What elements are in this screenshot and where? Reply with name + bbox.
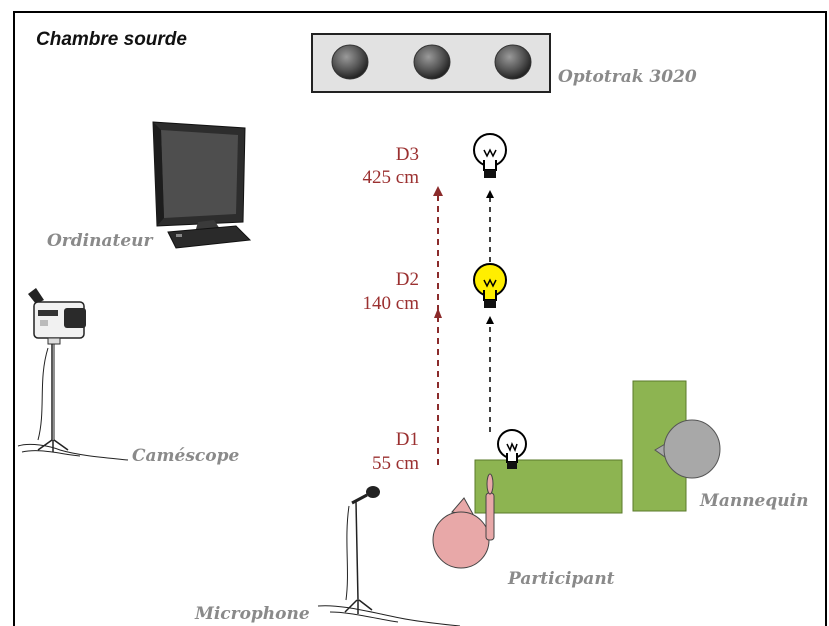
participant-head [432,511,490,569]
microphone-icon [317,486,461,626]
distance-arrow [433,186,443,465]
microphone-label: Microphone [194,604,310,624]
light-bulb-icon [497,429,527,469]
monitor-icon [152,121,252,249]
bulb-d3 [473,133,507,178]
computer-label: Ordinateur [47,231,154,251]
optotrak-label: Optotrak 3020 [558,67,697,87]
bulb-path-upper-arrowhead [486,190,494,198]
bulb-d2 [473,263,507,308]
distance-d1-name: D1 [396,429,419,450]
camcorder-label: Caméscope [132,446,239,466]
bulb-d1 [497,429,527,469]
optotrak-device: Optotrak 3020 [311,33,697,93]
distance-d1: D1 55 cm [372,429,419,474]
distance-d2-value: 140 cm [363,293,420,314]
mannequin-head [663,419,721,479]
chamber-frame [13,11,827,626]
distance-d3: D3 425 cm [363,144,420,188]
distance-d2-name: D2 [396,269,419,290]
light-bulb-lit-icon [473,263,507,308]
mannequin-label: Mannequin [699,491,808,511]
distance-d2: D2 140 cm [363,269,420,314]
light-bulb-icon [473,133,507,178]
participant-table [474,459,623,514]
camcorder-icon [17,288,129,461]
participant-label: Participant [507,569,615,589]
diagram-title: Chambre sourde [36,29,187,50]
participant-finger [486,473,494,495]
distance-d3-name: D3 [396,144,419,165]
distance-d1-value: 55 cm [372,453,419,474]
computer: Ordinateur [47,121,252,251]
participant-arm [485,492,495,541]
mannequin: Mannequin [632,380,808,512]
bulb-path-lower-arrowhead [486,316,494,324]
camera-bar-icon [311,33,551,93]
participant: Participant [432,459,623,589]
camcorder: Caméscope [17,288,239,466]
microphone: Microphone [194,486,461,626]
distance-d3-value: 425 cm [363,167,420,188]
